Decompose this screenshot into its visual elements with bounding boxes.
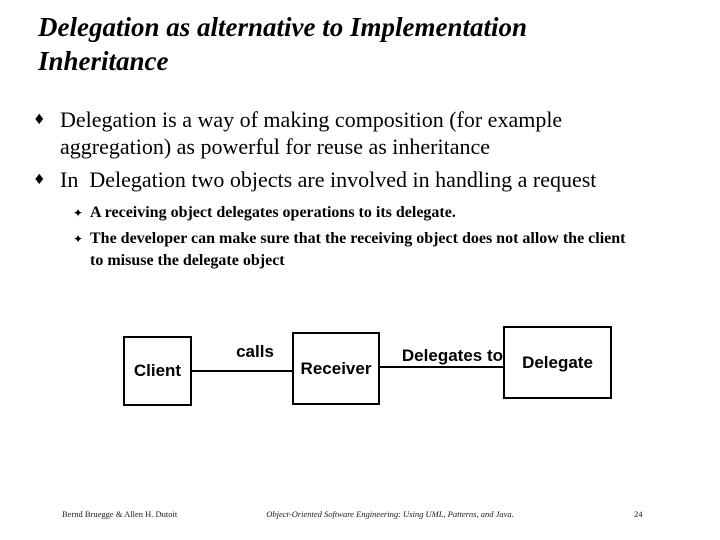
- edge-label-delegates-to: Delegates to: [401, 346, 503, 365]
- diamond-bullet-icon: ♦: [33, 172, 46, 188]
- node-client: Client: [123, 336, 192, 406]
- node-delegate: Delegate: [503, 326, 612, 399]
- slide-title: Delegation as alternative to Implementat…: [38, 12, 527, 76]
- edge-receiver-delegate: [380, 366, 503, 368]
- bullet-text: Delegation is a way of making compositio…: [60, 107, 568, 159]
- star-bullet-icon: ✦: [73, 206, 84, 220]
- diamond-bullet-icon: ♦: [33, 112, 46, 128]
- sub-bullet-item: ✦ The developer can make sure that the r…: [73, 228, 638, 272]
- sub-bullet-text: A receiving object delegates operations …: [90, 204, 456, 221]
- node-receiver: Receiver: [292, 332, 380, 405]
- footer-authors: Bernd Bruegge & Allen H. Dutoit: [62, 509, 178, 519]
- sub-bullet-item: ✦ A receiving object delegates operation…: [73, 202, 638, 224]
- footer-book-title: Object-Oriented Software Engineering: Us…: [266, 509, 514, 519]
- sub-bullet-text: The developer can make sure that the rec…: [90, 230, 630, 269]
- bullet-text: In Delegation two objects are involved i…: [60, 167, 597, 192]
- star-bullet-icon: ✦: [73, 232, 84, 246]
- edge-client-receiver: [192, 370, 292, 372]
- bullet-item: ♦ In Delegation two objects are involved…: [33, 166, 672, 194]
- footer-page-number: 24: [634, 509, 643, 519]
- bullet-item: ♦ Delegation is a way of making composit…: [33, 106, 672, 160]
- edge-label-calls: calls: [236, 342, 274, 361]
